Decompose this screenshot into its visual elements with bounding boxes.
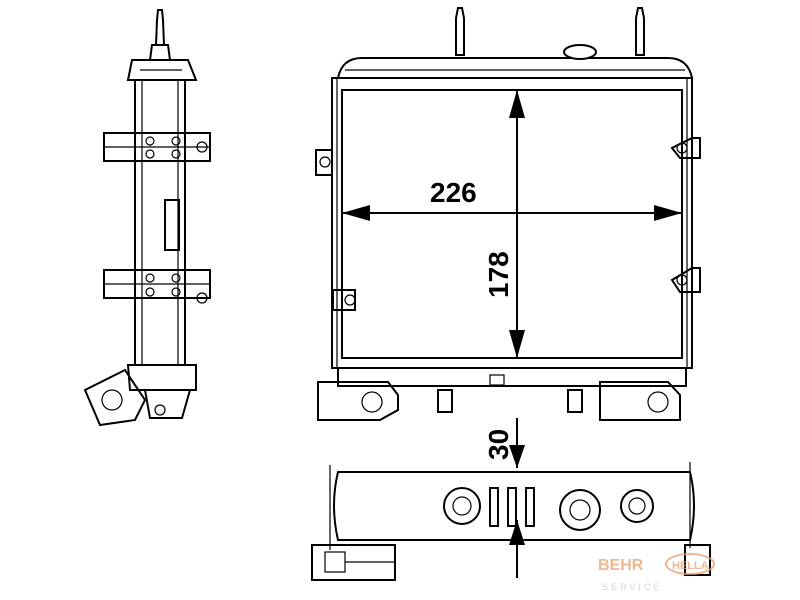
logo-subtitle: SERVICE [602, 582, 662, 592]
logo-brand-left: BEHR [598, 557, 644, 574]
logo-brand-right: HELLA [672, 560, 709, 572]
front-view [315, 7, 701, 421]
side-view [83, 9, 211, 427]
behr-hella-logo: BEHR HELLA SERVICE [598, 553, 715, 592]
dimension-depth-label: 30 [483, 429, 514, 460]
dimension-width-label: 226 [430, 177, 477, 208]
dimension-height-label: 178 [483, 251, 514, 298]
bottom-view [311, 418, 711, 581]
